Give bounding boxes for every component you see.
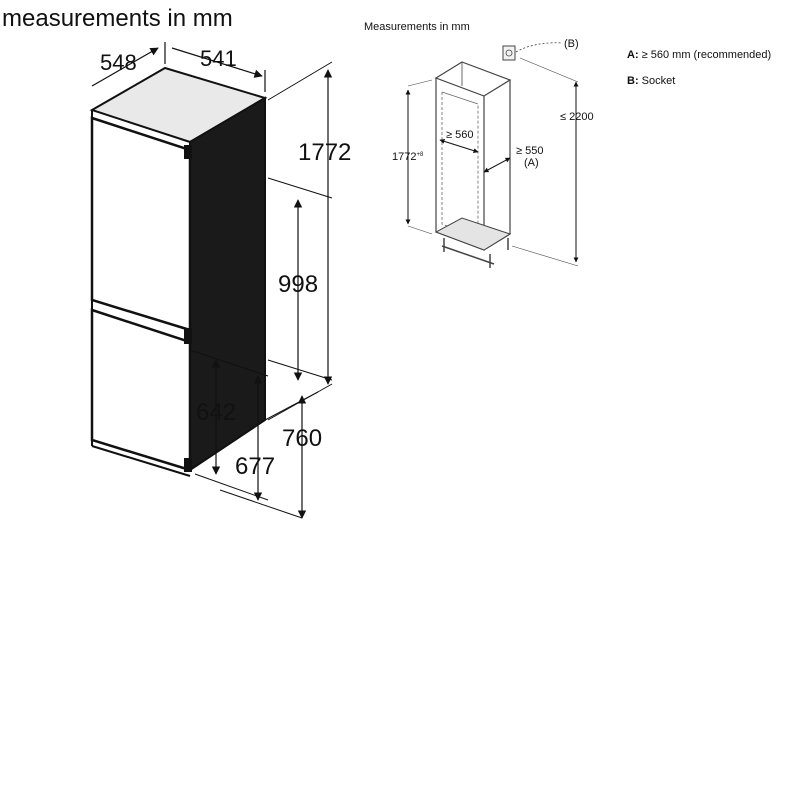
legend-item-b: B: Socket — [627, 75, 675, 87]
niche-depth-ref: (A) — [524, 157, 539, 169]
niche-depth: ≥ 550 — [516, 145, 543, 157]
fridge-title: measurements in mm — [2, 5, 233, 32]
dim-lower: 642 — [196, 399, 236, 426]
niche-width: ≥ 560 — [446, 129, 473, 141]
niche-drawing: Measurements in mm (B) 1772+8 ≥ 560 ≥ 55… — [364, 21, 771, 268]
socket-icon — [502, 45, 516, 61]
dim-door: 760 — [282, 425, 322, 452]
legend-item-a: A: ≥ 560 mm (recommended) — [627, 49, 771, 61]
fridge-lower-door — [90, 308, 192, 472]
niche-max-height: ≤ 2200 — [560, 111, 594, 123]
niche-height: 1772+8 — [392, 151, 424, 163]
niche-title: Measurements in mm — [364, 21, 470, 33]
hinge — [184, 145, 192, 159]
fridge-drawing: measurements in mm 548 541 1772 998 — [2, 5, 351, 519]
dim-depth: 548 — [100, 50, 137, 75]
fridge-upper-door — [90, 116, 192, 332]
socket-ref: (B) — [564, 38, 579, 50]
dim-height: 1772 — [298, 139, 351, 166]
dim-lower2: 677 — [235, 453, 275, 480]
hinge — [184, 328, 192, 344]
dim-upper: 998 — [278, 271, 318, 298]
hinge — [184, 458, 192, 472]
dim-width: 541 — [200, 46, 237, 71]
